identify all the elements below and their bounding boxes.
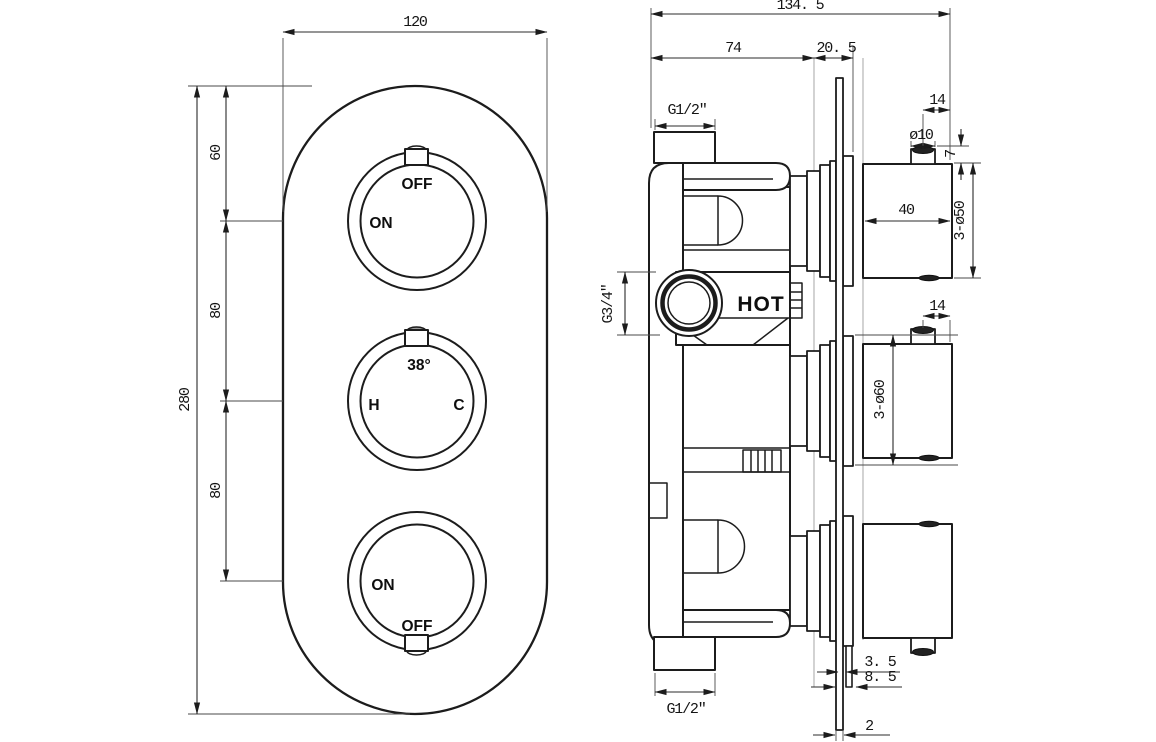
cartridge-bottom — [789, 515, 953, 688]
trim-ring — [842, 335, 854, 467]
dial-bottom-knob — [404, 634, 429, 652]
dial-middle: 38° H C — [347, 326, 487, 471]
dim-pin-dia-text: ø10 — [909, 127, 934, 144]
cartridge-step — [789, 535, 808, 627]
hot-port-outer-ring — [655, 269, 723, 337]
dim-width-text: 120 — [403, 14, 428, 31]
dial-middle-hot-label: H — [368, 397, 379, 414]
front-view: OFF ON 38° H C ON OFF — [177, 14, 549, 716]
handle-middle — [862, 343, 953, 459]
bottom-outlet-pipe — [653, 636, 716, 671]
bottom-outlet-arm — [682, 609, 791, 638]
dim-gap-b-text: 8. 5 — [864, 669, 896, 686]
trim-ring — [842, 515, 854, 647]
port-boss-bottom — [717, 519, 746, 574]
dim-pin-height-text: 7 — [943, 150, 960, 158]
dim-top-offset-text: 60 — [208, 144, 225, 161]
wall-plate-edge — [835, 77, 844, 731]
dim-handle-length-text: 40 — [898, 202, 915, 219]
trim-ring — [842, 155, 854, 287]
valve-body: HOT — [648, 131, 803, 671]
dial-bottom-on-label: ON — [371, 577, 394, 594]
trim-sleeve — [845, 645, 853, 688]
port-top-inlet-text: G1/2″ — [667, 102, 706, 119]
dial-middle-knob — [404, 329, 429, 347]
dial-top-off-label: OFF — [402, 176, 433, 193]
hot-port-bore — [667, 281, 711, 325]
dim-body-depth-text: 74 — [725, 40, 742, 57]
hot-block-chamfer — [752, 317, 789, 346]
cartridge-ring — [819, 344, 831, 458]
dial-middle-temp-label: 38° — [407, 357, 430, 374]
thread-nipple-bottom — [742, 449, 782, 473]
pin-cap — [912, 648, 934, 656]
pin-hole — [918, 274, 940, 282]
port-bottom-outlet-text: G1/2″ — [666, 701, 705, 718]
body-main-block — [682, 186, 791, 611]
dim-pin-offset-top-text: 14 — [929, 92, 946, 109]
dim-gap-a-text: 3. 5 — [864, 654, 896, 671]
cartridge-ring — [819, 524, 831, 638]
cartridge-ring — [819, 164, 831, 278]
cartridge-step — [789, 175, 808, 267]
hot-label: HOT — [737, 293, 784, 316]
dim-pitch2-text: 80 — [208, 482, 225, 499]
pin-hole — [918, 454, 940, 462]
dim-trim-depth-text: 20. 5 — [816, 40, 856, 57]
dim-plate-thickness-text: 2 — [865, 718, 873, 735]
body-notch — [648, 482, 668, 519]
dim-trim-ring-dia-text: 3-ø60 — [872, 379, 889, 419]
dial-bottom-off-label: OFF — [402, 618, 433, 635]
dim-height-text: 280 — [177, 387, 194, 412]
dial-top: OFF ON — [347, 145, 487, 291]
pin-cap — [912, 146, 934, 154]
top-inlet-pipe — [653, 131, 716, 164]
dial-middle-cold-label: C — [453, 397, 464, 414]
front-dimensions: 120 280 60 80 80 — [177, 14, 548, 715]
handle-bottom — [862, 523, 953, 639]
dim-pin-offset-mid-text: 14 — [929, 298, 946, 315]
dim-pitch1-text: 80 — [208, 302, 225, 319]
side-view: HOT — [600, 0, 981, 741]
dim-handle-dia-text: 3-ø50 — [952, 200, 969, 240]
hot-port-thread-ring — [660, 274, 718, 332]
port-hot-inlet-text: G3/4″ — [600, 284, 617, 323]
cartridge-step — [789, 355, 808, 447]
body-left-bar — [648, 162, 684, 646]
dial-top-on-label: ON — [369, 215, 392, 232]
port-boss-top — [717, 195, 744, 246]
cartridge-step — [806, 170, 821, 272]
dim-overall-depth-text: 134. 5 — [777, 0, 825, 14]
top-inlet-arm — [682, 162, 791, 191]
dial-bottom: ON OFF — [347, 511, 487, 656]
side-dimensions: 134. 5 74 20. 5 G1/2″ 14 ø10 7 40 3-ø50 … — [600, 0, 981, 741]
pin-hole — [918, 520, 940, 528]
cartridge-step — [806, 530, 821, 632]
dial-top-knob — [404, 148, 429, 166]
cartridge-step — [806, 350, 821, 452]
